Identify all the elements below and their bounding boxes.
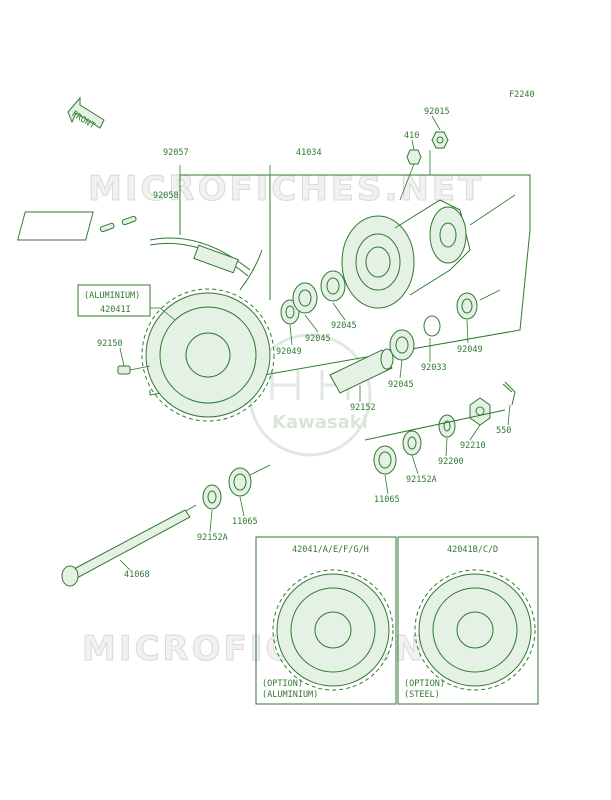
callout-92033: 92033	[421, 363, 447, 373]
option-steel-note2: (STEEL)	[404, 690, 440, 700]
callout-92210: 92210	[460, 441, 486, 451]
callout-11065-left: 11065	[232, 517, 258, 527]
option-aluminium-note1: (OPTION)	[262, 679, 303, 689]
bearings-seals	[280, 270, 501, 361]
option-aluminium-note2: (ALUMINIUM)	[262, 690, 318, 700]
callout-410: 410	[404, 131, 419, 141]
nut-92210	[469, 397, 491, 426]
callout-42041I: 42041I	[100, 305, 131, 315]
callout-92049-left: 92049	[276, 347, 302, 357]
option-aluminium-part: 42041/A/E/F/G/H	[292, 545, 369, 555]
rear-hub	[341, 194, 516, 309]
callout-92200: 92200	[438, 457, 464, 467]
callout-92015: 92015	[424, 107, 450, 117]
callout-92152A-right: 92152A	[406, 475, 437, 485]
front-arrow-icon: FRONT	[67, 96, 105, 131]
collar-92152	[329, 348, 394, 394]
diagram-code: F2240	[509, 90, 535, 100]
hub-assembly-frame	[149, 174, 531, 396]
leader-lines	[119, 115, 511, 571]
right-parts-frame	[364, 409, 506, 441]
bolt-410	[399, 149, 422, 201]
kawasaki-logo-watermark: Kawasaki	[248, 333, 372, 457]
option-sprocket-steel	[414, 569, 536, 691]
aluminium-label-box	[77, 284, 151, 317]
seal-11065-left	[228, 467, 252, 497]
drive-chain	[149, 237, 263, 291]
callout-92045-b: 92045	[331, 321, 357, 331]
callout-92152: 92152	[350, 403, 376, 413]
option-sprocket-aluminium	[272, 569, 394, 691]
washer-92200	[438, 414, 456, 438]
option-steel-box	[397, 536, 539, 705]
callout-92045-a: 92045	[305, 334, 331, 344]
callout-41068: 41068	[124, 570, 150, 580]
callout-92150: 92150	[97, 339, 123, 349]
option-aluminium-box	[255, 536, 397, 705]
nut-92015	[431, 131, 449, 149]
callout-92057: 92057	[163, 148, 189, 158]
callout-11065-right: 11065	[374, 495, 400, 505]
callout-92049-right: 92049	[457, 345, 483, 355]
collar-92152A-right	[402, 430, 422, 456]
callout-92045-c: 92045	[388, 380, 414, 390]
callout-41034: 41034	[296, 148, 322, 158]
callout-aluminium: (ALUMINIUM)	[84, 291, 140, 301]
cotter-pin-550	[502, 381, 516, 406]
bolt-92150	[117, 365, 151, 375]
callout-550: 550	[496, 426, 511, 436]
axle-41068	[61, 504, 197, 587]
callout-92058: 92058	[153, 191, 179, 201]
chain-master-link	[17, 211, 137, 241]
logo-text: Kawasaki	[272, 412, 368, 433]
option-steel-part: 42041B/C/D	[447, 545, 498, 555]
callout-92152A-left: 92152A	[197, 533, 228, 543]
option-steel-note1: (OPTION)	[404, 679, 445, 689]
seal-11065-right	[373, 445, 397, 475]
rear-sprocket	[141, 288, 275, 422]
collar-92152A-left	[202, 484, 222, 510]
